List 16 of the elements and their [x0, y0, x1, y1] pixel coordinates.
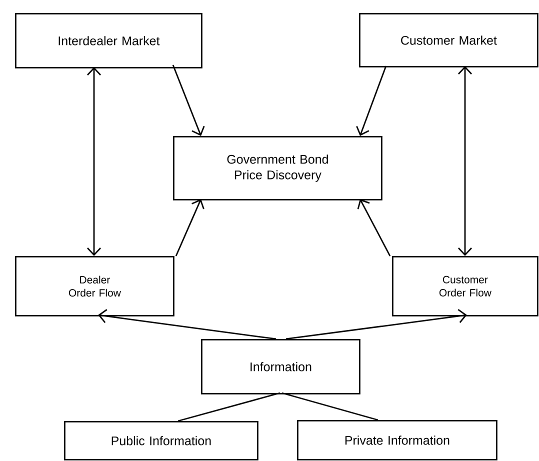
text-box: Public Information	[64, 421, 258, 460]
text-box: Customer Market	[359, 13, 538, 68]
arrow	[458, 66, 472, 256]
arrow	[172, 64, 205, 136]
arrow	[87, 67, 102, 256]
text-box: Private Information	[297, 420, 498, 460]
text-box: Dealer Order Flow	[15, 256, 174, 316]
arrow	[357, 199, 391, 256]
arrow	[356, 66, 387, 136]
arrow	[175, 199, 204, 256]
text-box: Information	[201, 339, 360, 394]
text-box: Government Bond Price Discovery	[173, 136, 382, 200]
arrow	[98, 309, 276, 340]
text-box: Interdealer Market	[15, 13, 202, 68]
text-box: Customer Order Flow	[392, 256, 538, 316]
arrow	[286, 309, 467, 340]
